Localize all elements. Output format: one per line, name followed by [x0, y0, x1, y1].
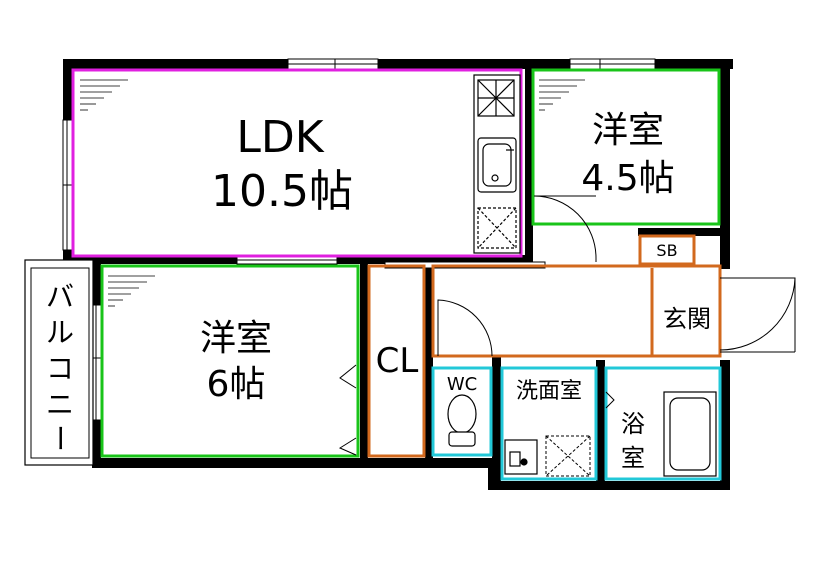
bedroom-left-outline	[100, 264, 360, 458]
bedroom-right-size: 4.5帖	[581, 158, 674, 199]
balcony-char: バ	[46, 280, 74, 313]
balcony-char: ニ	[46, 388, 74, 421]
balcony-label: バ ル コ ニ ー	[43, 280, 76, 452]
bedroom-right-name: 洋室	[592, 110, 664, 151]
ldk-outline	[71, 68, 523, 258]
sink-icon	[477, 137, 517, 193]
washroom-label: 洗面室	[516, 379, 582, 404]
stove-icon	[477, 79, 515, 117]
ldk-name: LDK	[236, 112, 324, 163]
balcony	[24, 259, 94, 466]
sb-label: SB	[656, 241, 677, 260]
bath-outline	[604, 366, 722, 481]
closet-outline	[367, 264, 426, 458]
kitchen-counter	[473, 74, 521, 254]
wash-basin-icon	[504, 439, 538, 475]
ldk-size: 10.5帖	[211, 166, 353, 217]
washing-machine-space-icon	[545, 435, 591, 477]
balcony-char: ー	[43, 424, 76, 452]
sb-outline	[638, 234, 696, 266]
bedroom-left-name: 洋室	[200, 318, 272, 359]
balcony-char: コ	[46, 352, 74, 385]
fridge-space-icon	[477, 207, 517, 249]
entrance-label: 玄関	[663, 305, 711, 333]
doors	[338, 195, 796, 456]
bath-label-bottom: 室	[621, 444, 645, 472]
washroom-outline	[500, 366, 598, 481]
closet-label: CL	[376, 341, 419, 381]
wc-label: WC	[447, 374, 477, 395]
hall-outline	[431, 264, 722, 358]
balcony-char: ル	[46, 316, 74, 349]
bedroom-left-size: 6帖	[207, 364, 266, 405]
bath-label-top: 浴	[621, 410, 645, 438]
bedroom-right-outline	[531, 68, 721, 226]
toilet-icon	[447, 394, 477, 447]
room-outlines	[71, 68, 722, 481]
bathtub-icon	[663, 391, 717, 477]
wc-outline	[431, 366, 493, 457]
corner-hatching	[80, 79, 585, 307]
